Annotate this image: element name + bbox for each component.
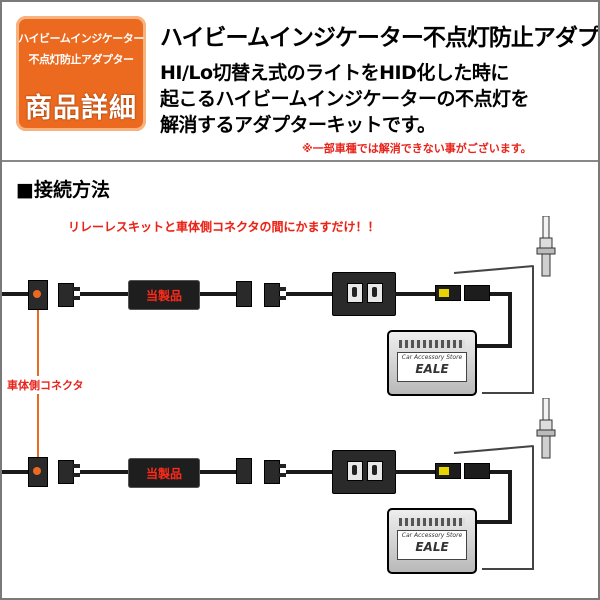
control-unit-port: [367, 461, 383, 481]
description-line-3: 解消するアダプターキットです。: [160, 114, 436, 136]
adapter-product-box: 当製品: [128, 458, 200, 488]
harness-wire: [395, 470, 435, 474]
harness-wire: [508, 470, 512, 522]
harness-wire: [472, 344, 512, 348]
ballast-connector: [464, 463, 490, 479]
relayless-control-unit: [332, 272, 396, 316]
adapter-product-label: 当製品: [145, 467, 182, 481]
adapter-output-plug: [236, 458, 252, 484]
hid-bulb: [536, 398, 556, 459]
bulb-feed-wire: [532, 446, 534, 570]
bulb-feed-wire: [482, 568, 534, 570]
adapter-product-box: 当製品: [128, 280, 200, 310]
bulb-feed-wire: [532, 266, 534, 394]
product-detail-badge: ハイビームインジケーター 不点灯防止アダプター 商品詳細: [16, 16, 146, 131]
bulb-socket-connector: [435, 285, 461, 301]
vehicle-connector-label: 車体側コネクタ: [6, 376, 85, 394]
control-unit-port: [367, 283, 383, 303]
relayless-control-unit: [332, 450, 396, 494]
harness-wire: [2, 292, 30, 296]
ballast-brand-logo: EALE: [415, 540, 449, 554]
bulb-feed-wire: [482, 392, 534, 394]
hid-ballast: Car Accessory Store EALE: [387, 330, 477, 396]
install-instruction: リレーレスキットと車体側コネクタの間にかますだけ！！: [68, 220, 380, 234]
ballast-brand-logo: EALE: [415, 362, 449, 376]
plug-pin: [278, 296, 286, 300]
page-title: ハイビームインジケーター不点灯防止アダプター: [160, 25, 600, 51]
ballast-vent: [399, 518, 465, 526]
plug-pin: [278, 287, 286, 291]
harness-wire: [490, 470, 508, 474]
vehicle-connector-dot: [33, 467, 41, 475]
section-divider: [2, 160, 598, 162]
plug-pin: [72, 473, 80, 477]
harness-wire: [508, 292, 512, 346]
badge-main-label: 商品詳細: [25, 93, 137, 124]
adapter-input-plug: [58, 460, 74, 484]
adapter-output-plug: [236, 281, 252, 307]
harness-wire: [472, 520, 512, 524]
plug-pin: [72, 296, 80, 300]
section-title: ■接続方法: [16, 179, 110, 201]
socket-terminal: [439, 467, 449, 475]
harness-wire: [80, 292, 128, 296]
ballast-label-panel: [397, 530, 467, 560]
adapter-input-plug: [58, 283, 74, 307]
vehicle-connector-dot: [33, 290, 41, 298]
harness-wire: [286, 470, 332, 474]
relayless-kit-plug: [264, 283, 280, 307]
harness-wire: [286, 292, 332, 296]
badge-line-2: 不点灯防止アダプター: [28, 53, 135, 66]
bulb-feed-wire: [453, 445, 534, 454]
harness-wire: [395, 292, 435, 296]
ballast-label-panel: [397, 352, 467, 382]
plug-pin: [72, 287, 80, 291]
control-unit-port: [347, 283, 363, 303]
ballast-connector: [464, 285, 490, 301]
harness-wire: [200, 470, 236, 474]
plug-pin: [72, 464, 80, 468]
ballast-store-name: Car Accessory Store: [401, 532, 463, 539]
ballast-vent: [399, 340, 465, 348]
bulb-socket-connector: [435, 463, 461, 479]
bulb-feed-wire: [453, 265, 534, 274]
control-unit-port: [347, 461, 363, 481]
hid-ballast: Car Accessory Store EALE: [387, 508, 477, 574]
hid-bulb: [536, 216, 556, 277]
adapter-product-label: 当製品: [145, 289, 182, 303]
harness-wire: [80, 470, 128, 474]
plug-pin: [278, 464, 286, 468]
ballast-store-name: Car Accessory Store: [401, 354, 463, 361]
plug-pin: [278, 473, 286, 477]
compatibility-note: ※一部車種では解消できない事がございます。: [302, 142, 532, 155]
relayless-kit-plug: [264, 460, 280, 484]
socket-terminal: [439, 289, 449, 297]
description-line-1: HI/Lo切替え式のライトをHID化した時に: [160, 62, 509, 84]
harness-wire: [2, 470, 30, 474]
badge-line-1: ハイビームインジケーター: [18, 32, 144, 45]
description-line-2: 起こるハイビームインジケーターの不点灯を: [160, 88, 530, 110]
harness-wire: [490, 292, 508, 296]
harness-wire: [200, 292, 236, 296]
